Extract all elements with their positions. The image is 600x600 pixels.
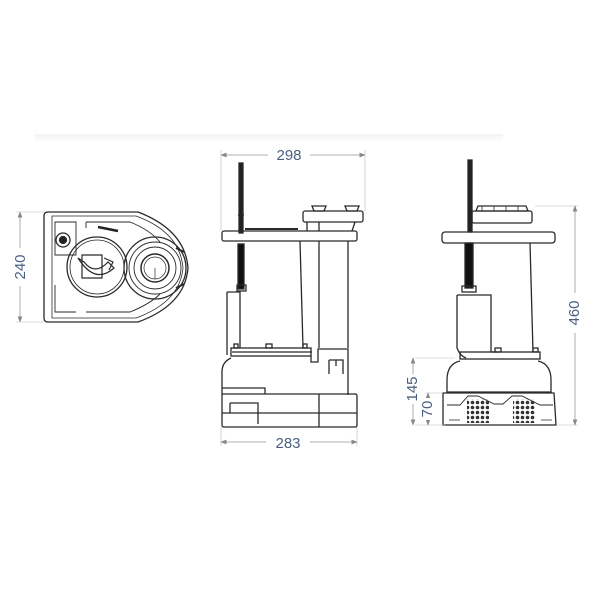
dimension-70: 70 (419, 392, 443, 426)
svg-text:70: 70 (419, 401, 436, 418)
svg-text:240: 240 (12, 254, 29, 279)
dimension-145: 145 (403, 357, 455, 426)
dimension-460: 460 (535, 205, 585, 426)
front-view (221, 162, 364, 428)
dimension-283: 283 (220, 427, 358, 452)
top-view (43, 211, 189, 323)
svg-text:460: 460 (566, 300, 583, 325)
dimension-298: 298 (220, 145, 366, 231)
header-band (35, 134, 503, 142)
svg-text:298: 298 (276, 147, 301, 164)
svg-text:283: 283 (275, 435, 300, 452)
dimension-240: 240 (10, 211, 44, 323)
svg-text:145: 145 (404, 376, 421, 401)
side-view (441, 159, 557, 426)
